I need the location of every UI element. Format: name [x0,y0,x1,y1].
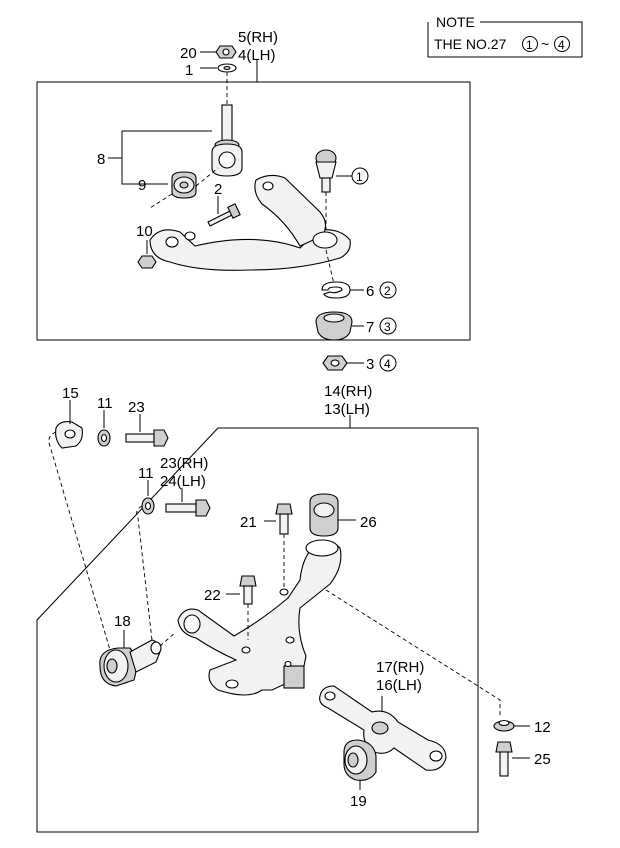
washer-11b [141,497,155,515]
note-range-end: 4 [558,38,565,52]
callout-19: 19 [350,793,367,810]
lower-arm-frame [36,427,479,833]
callout-1-ball-circle [351,167,369,185]
callout-24-lh: 24(LH) [160,473,206,490]
callout-1-ball: 1 [356,170,363,184]
nut-10 [137,255,157,269]
callout-17-rh: 17(RH) [376,659,424,676]
ball-joint-1 [315,149,337,193]
callout-labels: 20 1 5(RH) 4(LH) 8 9 2 10 1 6 2 7 3 3 4 … [62,29,551,810]
bolt-25 [495,741,513,777]
callout-13-lh: 13(LH) [324,401,370,418]
bolt-21 [275,503,293,535]
note-range-sep: ~ [541,36,549,52]
washer-11a [97,429,111,447]
boot-7 [315,311,353,341]
callout-6: 6 [366,283,374,300]
callout-6-circ: 2 [384,284,391,298]
callout-14-rh: 14(RH) [324,383,372,400]
callout-21: 21 [240,514,257,531]
callout-26: 26 [360,514,377,531]
knuckle-16 [319,685,447,771]
bracket-15 [55,421,83,449]
callout-11a: 11 [97,395,113,412]
callout-1-top: 1 [185,62,193,79]
callout-16-lh: 16(LH) [376,677,422,694]
nut-3 [322,355,348,371]
callout-7-circle [379,317,397,335]
callout-9: 9 [138,177,146,194]
note-circle-start [522,36,538,52]
bolt-2 [207,203,241,227]
callout-7-circ: 3 [384,320,391,334]
note-text: THE NO.27 [434,36,507,52]
bushing-26 [309,493,339,537]
bolt-24 [165,499,211,517]
callout-8: 8 [97,151,105,168]
snap-ring-6 [321,281,351,299]
nut-12 [493,719,515,732]
note-title: NOTE [436,14,475,30]
upper-arm-frame [36,81,471,341]
callout-3-circ: 4 [384,357,391,371]
callout-6-circle [379,281,397,299]
callout-20: 20 [180,45,197,62]
callout-22: 22 [204,587,221,604]
callout-2: 2 [214,181,222,198]
note-box: NOTE THE NO.27 1 ~ 4 [427,14,583,58]
callout-5-rh: 5(RH) [238,29,278,46]
nut-20 [215,45,237,59]
upper-control-arm [149,174,351,271]
callout-23-rh: 23(RH) [160,455,208,472]
callout-7: 7 [366,319,374,336]
bushing-18 [99,639,162,687]
shaft-8 [211,104,243,177]
callout-3: 3 [366,356,374,373]
bolt-23a [125,429,169,447]
callout-15: 15 [62,385,79,402]
callout-25: 25 [534,751,551,768]
callout-3-circle [379,354,397,372]
callout-18: 18 [114,613,131,630]
bolt-22 [239,575,257,605]
bushing-19 [343,739,377,781]
washer-1 [217,63,237,73]
note-range-start: 1 [526,38,533,52]
callout-23a: 23 [128,399,145,416]
callout-10: 10 [136,223,153,240]
callout-4-lh: 4(LH) [238,47,276,64]
lower-control-arm [177,539,342,696]
callout-12: 12 [534,719,551,736]
callout-11b: 11 [138,465,154,482]
note-circle-end [554,36,570,52]
bushing-9 [171,171,197,199]
